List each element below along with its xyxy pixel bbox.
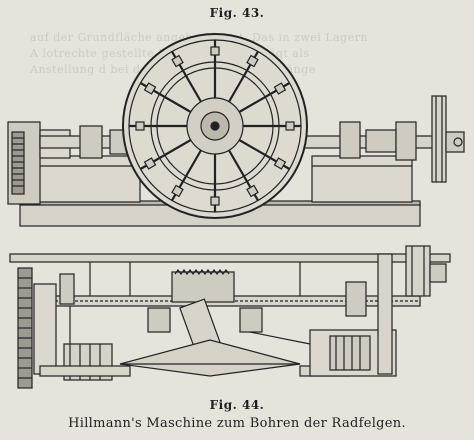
rim-bolt <box>171 184 184 198</box>
plan-linkages <box>69 262 311 345</box>
rim-bolt <box>246 184 259 198</box>
figure-44-label: Fig. 44. <box>209 398 265 412</box>
rim-bolt <box>285 121 295 131</box>
figure-caption: Hillmann's Maschine zum Bohren der Radfe… <box>68 416 406 431</box>
figure-43-side-elevation <box>7 33 465 227</box>
rim-bolt <box>171 54 184 68</box>
rim-bolt <box>210 46 220 56</box>
left-gear-housing <box>7 121 71 205</box>
wheel-rim-drum <box>122 33 308 219</box>
figure-44-plan-view <box>9 245 451 389</box>
plan-right-pulley <box>405 245 447 297</box>
right-pulley <box>431 95 465 183</box>
right-drill-unit <box>309 253 397 377</box>
rim-bolt <box>273 157 287 170</box>
rim-bolt <box>135 121 145 131</box>
rim-bolt <box>246 54 259 68</box>
figure-43-label: Fig. 43. <box>209 6 265 20</box>
rim-bolt <box>143 157 157 170</box>
rim-bolt <box>273 82 287 95</box>
rim-bolt <box>143 82 157 95</box>
rim-bolt <box>210 196 220 206</box>
wheel-bolts <box>135 46 295 206</box>
